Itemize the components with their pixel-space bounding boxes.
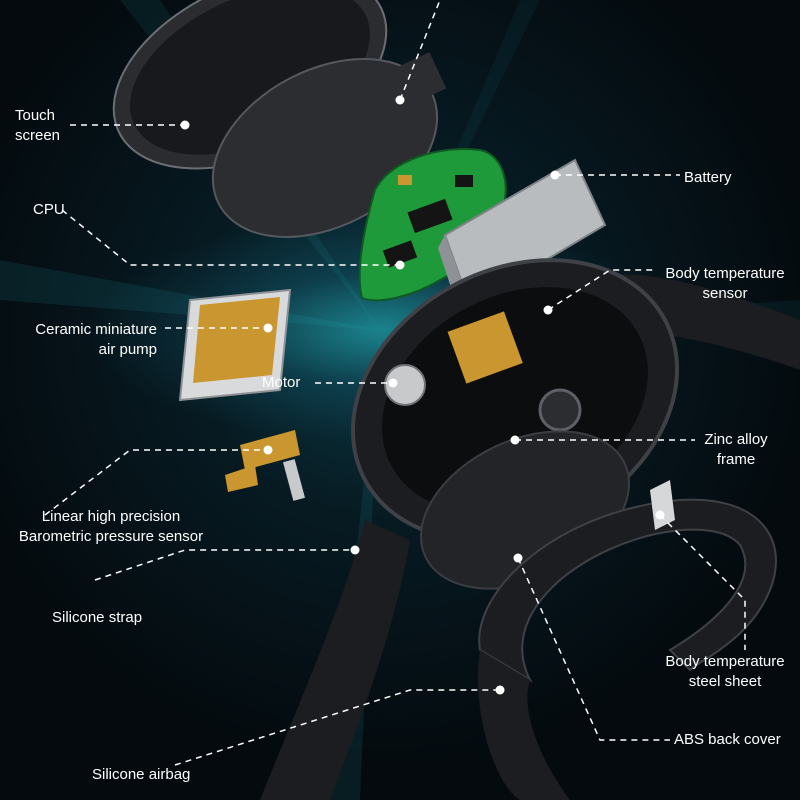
barometric-sensor-part xyxy=(225,430,305,501)
label-air-pump-line1: Ceramic miniature xyxy=(35,321,157,338)
label-air-pump-line2: air pump xyxy=(98,341,157,358)
label-zinc-frame: Zinc alloy frame xyxy=(690,430,782,470)
leader-barometric xyxy=(44,449,265,516)
label-touch-screen: Touch screen xyxy=(15,106,60,146)
label-barometric: Linear high precision Barometric pressur… xyxy=(0,507,222,547)
air-pump-part xyxy=(178,288,292,402)
label-touch-screen-line1: Touch xyxy=(15,107,56,124)
label-body-temp-steel: Body temperature steel sheet xyxy=(650,652,800,692)
leader-lines xyxy=(44,0,746,766)
label-air-pump: Ceramic miniature air pump xyxy=(10,320,157,360)
label-silicone-strap: Silicone strap xyxy=(52,609,143,626)
label-motor: Motor xyxy=(262,374,301,391)
label-barometric-line2: Barometric pressure sensor xyxy=(18,528,204,545)
label-touch-screen-line2: screen xyxy=(15,127,61,144)
label-cpu: CPU xyxy=(33,201,65,218)
leader-strap xyxy=(94,549,355,581)
label-body-temp-sensor-line1: Body temperature xyxy=(665,265,785,282)
label-body-temp-steel-line2: steel sheet xyxy=(688,673,762,690)
leader-airbag xyxy=(174,689,500,766)
leader-display xyxy=(399,0,441,101)
label-battery: Battery xyxy=(684,169,732,186)
label-zinc-frame-line1: Zinc alloy xyxy=(704,431,768,448)
leader-back-cover xyxy=(517,557,670,741)
label-body-temp-steel-line1: Body temperature xyxy=(665,653,785,670)
leader-cpu xyxy=(61,209,400,266)
label-body-temp-sensor-line2: sensor xyxy=(702,285,748,302)
label-body-temp-sensor: Body temperature sensor xyxy=(650,264,800,304)
label-barometric-line1: Linear high precision xyxy=(41,508,181,525)
label-zinc-frame-line2: frame xyxy=(716,451,756,468)
leader-dots xyxy=(180,95,665,695)
label-silicone-airbag: Silicone airbag xyxy=(92,766,191,783)
label-abs-back-cover: ABS back cover xyxy=(674,731,781,748)
leader-temp-sensor xyxy=(547,269,655,311)
